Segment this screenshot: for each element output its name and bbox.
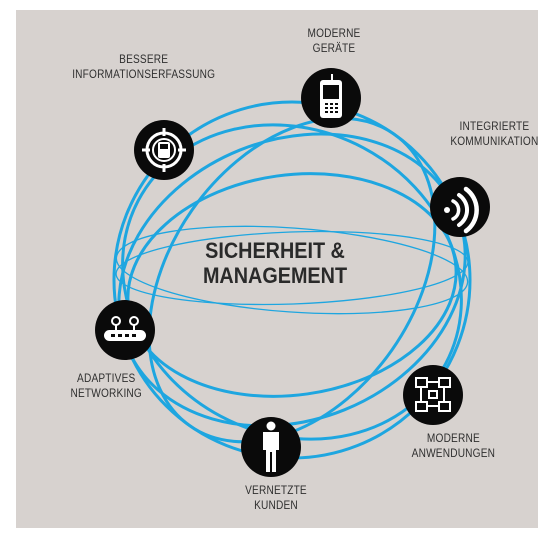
label-line: INFORMATIONSERFASSUNG [72, 69, 216, 81]
label-line: ADAPTIVES [77, 373, 136, 385]
app-network-icon [415, 377, 451, 412]
label-line: MODERNE [426, 433, 480, 445]
label-line: NETWORKING [70, 388, 142, 400]
label-moderne-geraete: MODERNE GERÄTE [306, 27, 362, 57]
label-line: INTEGRIERTE [459, 121, 530, 133]
orbit-ring-tilted-2 [147, 116, 437, 444]
label-line: BESSERE [119, 54, 169, 66]
label-vernetzte-kunden: VERNETZTE KUNDEN [243, 484, 310, 514]
equator-ring-1 [115, 225, 469, 315]
center-title: SICHERHEIT & MANAGEMENT [190, 238, 361, 288]
label-adaptives-networking: ADAPTIVES NETWORKING [64, 372, 148, 402]
node-vernetzte-kunden [241, 417, 301, 477]
person-icon [263, 421, 279, 472]
signal-waves-icon [444, 186, 479, 234]
node-adaptives-networking [95, 300, 155, 360]
router-icon [104, 316, 146, 341]
label-line: ANWENDUNGEN [411, 448, 496, 460]
mobile-phone-icon [320, 74, 342, 118]
label-line: KOMMUNIKATION [450, 136, 539, 148]
node-moderne-geraete [301, 68, 361, 128]
center-title-line-1: SICHERHEIT & [205, 238, 345, 263]
target-device-icon [142, 128, 186, 172]
center-title-line-2: MANAGEMENT [202, 263, 348, 288]
label-integrierte-kommunikation: INTEGRIERTE KOMMUNIKATION [446, 120, 543, 150]
node-integrierte-kommunikation [430, 177, 490, 237]
node-bessere-informationserfassung [134, 120, 194, 180]
label-line: GERÄTE [312, 43, 356, 55]
node-circle [403, 365, 463, 425]
label-line: KUNDEN [254, 500, 298, 512]
label-line: VERNETZTE [245, 485, 307, 497]
orbit-ring-tilted-3 [121, 123, 463, 441]
label-line: MODERNE [307, 28, 361, 40]
node-moderne-anwendungen [403, 365, 463, 425]
label-moderne-anwendungen: MODERNE ANWENDUNGEN [405, 432, 502, 462]
equator-ring-2 [115, 230, 469, 306]
label-bessere-informationserfassung: BESSERE INFORMATIONSERFASSUNG [68, 53, 219, 83]
